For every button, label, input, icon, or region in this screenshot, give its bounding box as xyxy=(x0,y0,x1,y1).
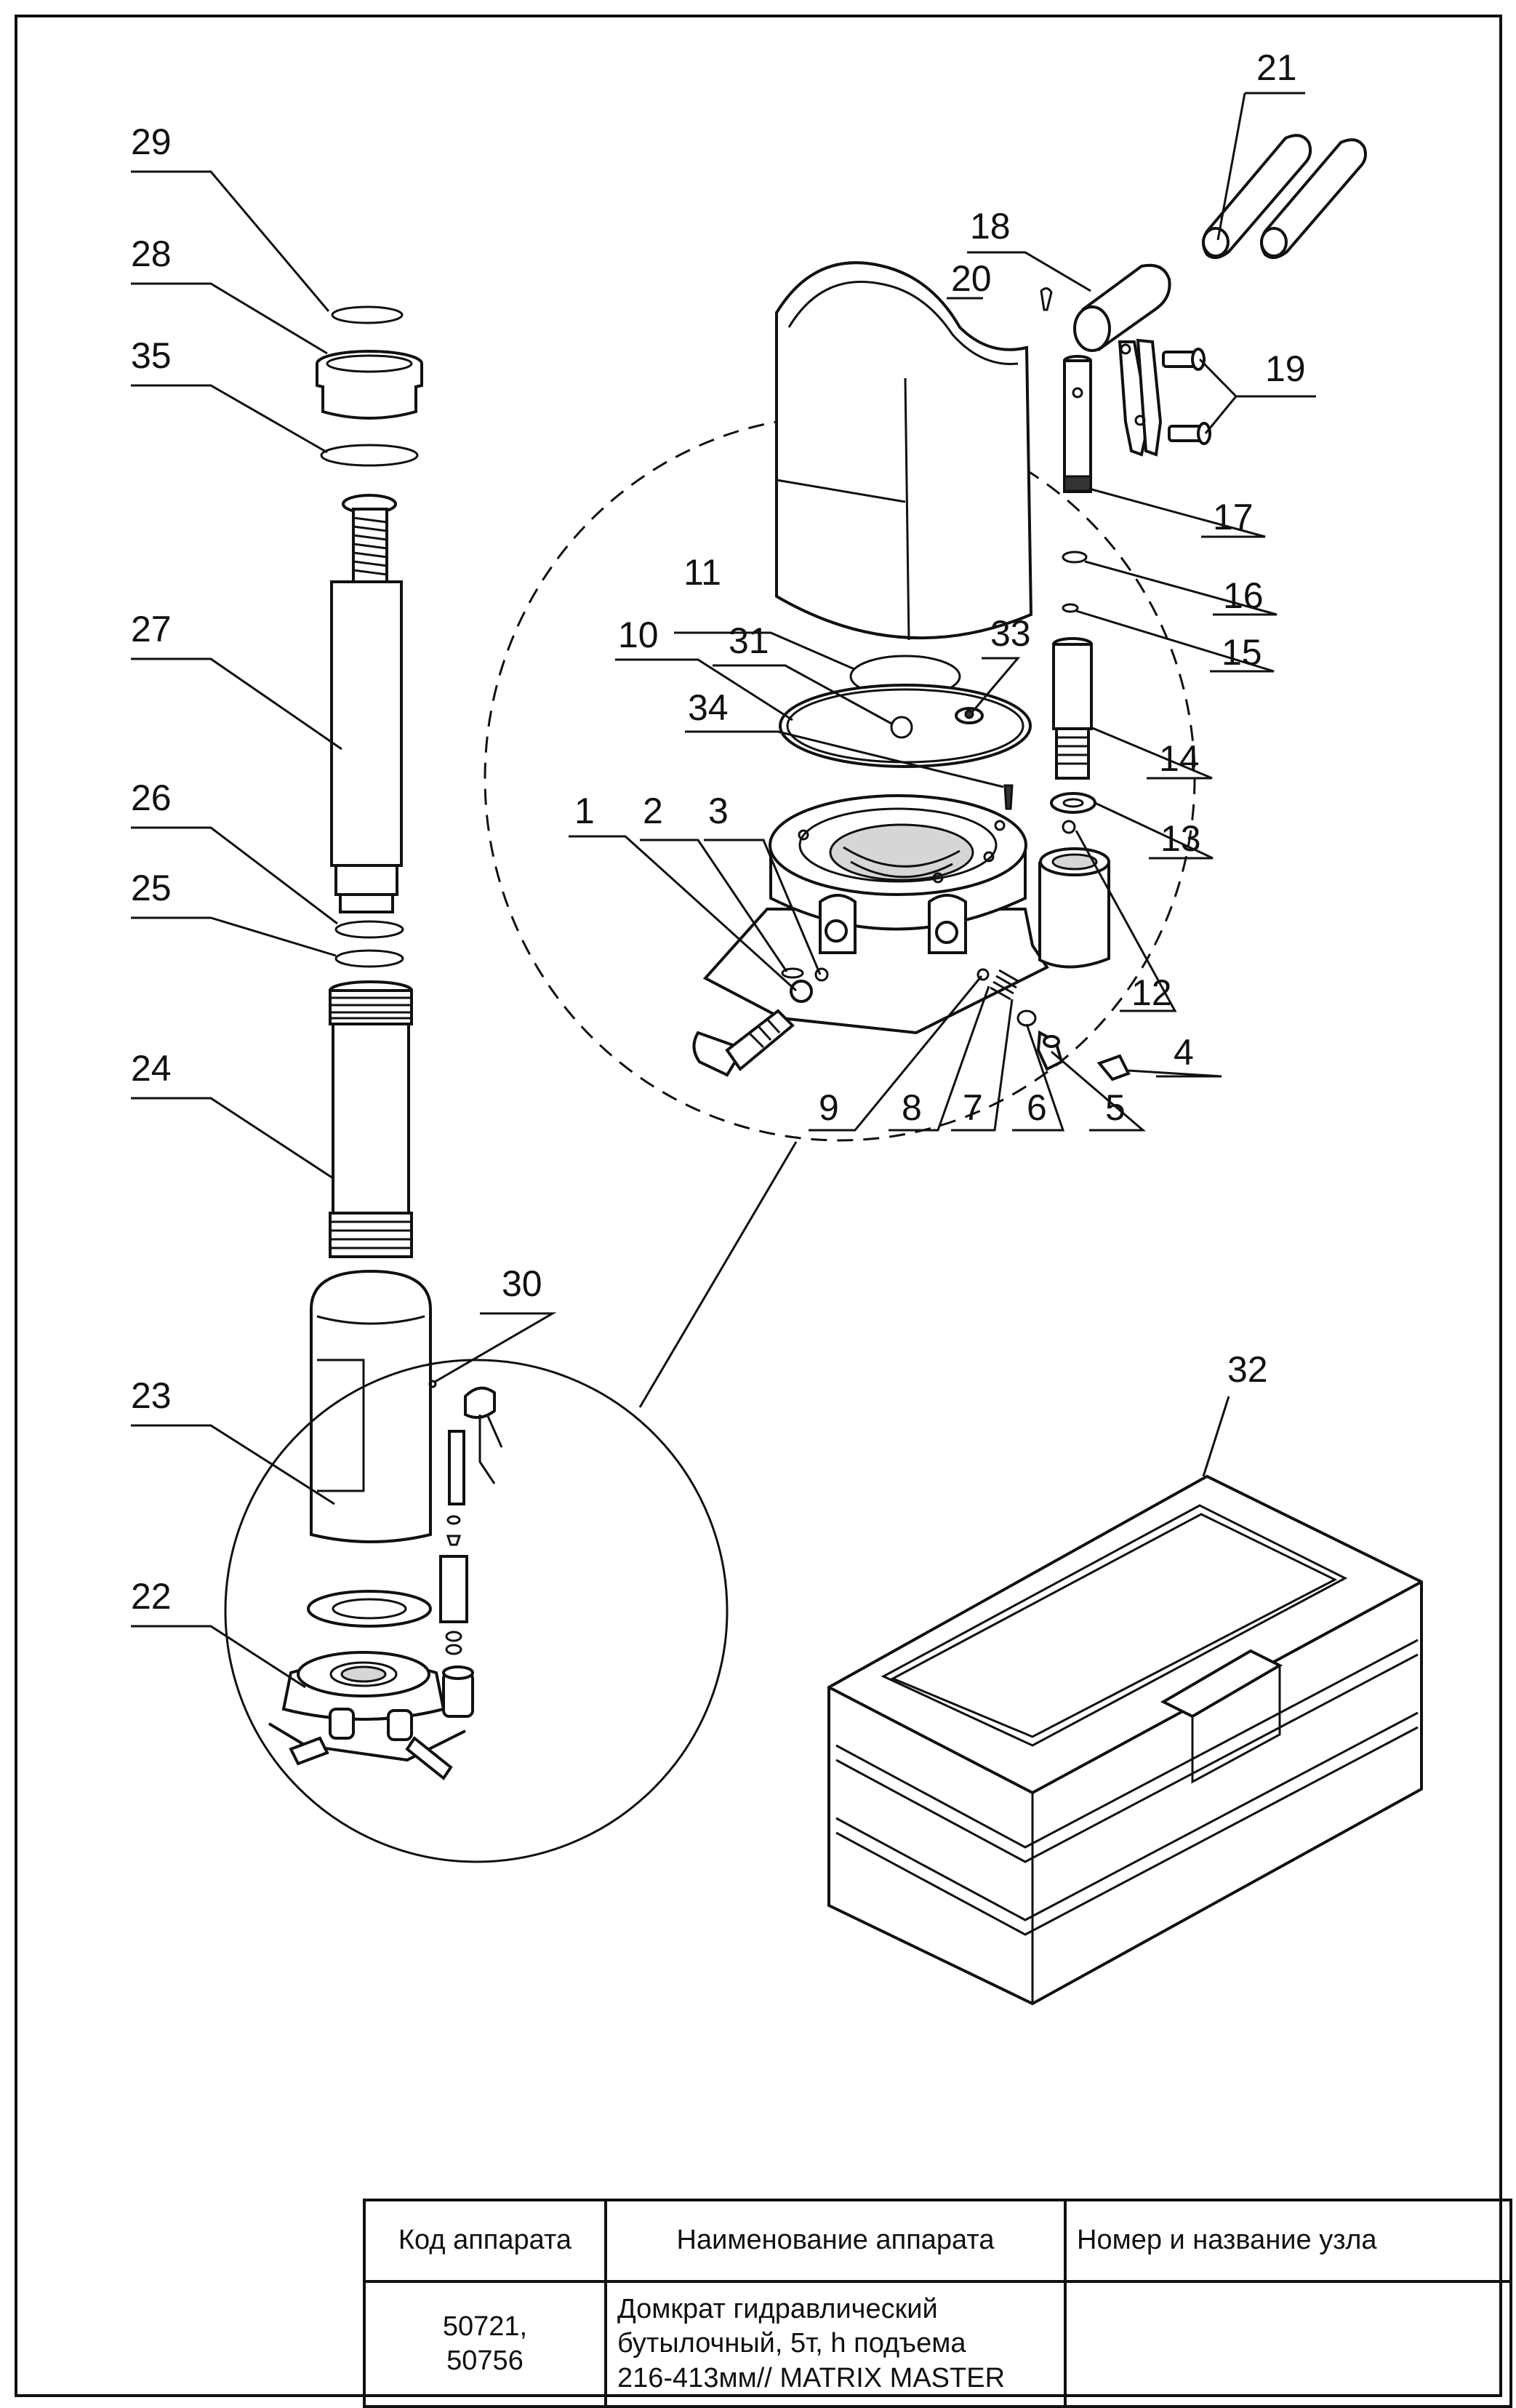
base-housing xyxy=(692,794,1131,1081)
callout-34: 34 xyxy=(688,687,729,728)
detail-link-line xyxy=(638,1141,798,1408)
large-detail-parts xyxy=(692,134,1367,1081)
release-screw xyxy=(692,1009,795,1077)
callout-16: 16 xyxy=(1223,575,1264,616)
callout-1: 1 xyxy=(574,791,595,831)
leader-lines xyxy=(131,92,1316,1689)
spec-table: Код аппарата Наименование аппарата Номер… xyxy=(363,2199,1512,2408)
callout-10: 10 xyxy=(618,615,659,655)
callout-17: 17 xyxy=(1213,497,1254,537)
header-unit-name: Номер и название узла xyxy=(1064,2199,1512,2283)
callout-20: 20 xyxy=(951,258,992,299)
cotter-20 xyxy=(1040,287,1053,311)
jack-stack xyxy=(310,305,432,1543)
ring-6 xyxy=(1016,1009,1037,1027)
ring-29 xyxy=(331,305,404,324)
valve-screw-5 xyxy=(1036,1030,1064,1071)
cell-device-code: 50721, 50756 xyxy=(363,2280,607,2408)
callout-32: 32 xyxy=(1227,1349,1268,1390)
callout-35: 35 xyxy=(131,335,172,376)
spring-34 xyxy=(1003,784,1014,810)
ball-1 xyxy=(790,980,813,1003)
callout-26: 26 xyxy=(131,777,172,818)
spec-table-header-row: Код аппарата Наименование аппарата Номер… xyxy=(363,2199,1512,2283)
carrying-case-32 xyxy=(827,1474,1423,2006)
cell-unit-name xyxy=(1064,2280,1512,2408)
callout-29: 29 xyxy=(131,121,172,162)
seal-35 xyxy=(320,444,419,467)
header-device-code: Код аппарата xyxy=(363,2199,607,2283)
reservoir-23 xyxy=(310,1269,432,1543)
washer-13 xyxy=(1050,792,1096,814)
pump-cylinder-14 xyxy=(1052,637,1093,780)
cell-device-name: Домкрат гидравлический бутылочный, 5т, h… xyxy=(604,2280,1067,2408)
device-name-line-3: 216-413мм// MATRIX MASTER xyxy=(617,2362,1006,2393)
handle-socket-18 xyxy=(1073,263,1171,457)
ring-2 xyxy=(781,967,804,979)
callout-8: 8 xyxy=(902,1087,922,1128)
ball-12 xyxy=(1062,820,1076,834)
callout-24: 24 xyxy=(131,1048,172,1089)
callout-7: 7 xyxy=(963,1087,983,1128)
device-name-line-1: Домкрат гидравлический xyxy=(617,2293,938,2324)
ram-27 xyxy=(330,494,403,913)
cap-4 xyxy=(1096,1054,1131,1081)
base-22 xyxy=(268,1651,474,1780)
ball-9 xyxy=(976,968,990,981)
callout-11: 11 xyxy=(683,552,721,593)
callout-9: 9 xyxy=(819,1087,839,1128)
small-detail-circle xyxy=(224,1359,729,1863)
callout-6: 6 xyxy=(1027,1087,1047,1128)
seal-plate-10 xyxy=(779,684,1032,768)
ring-25 xyxy=(334,949,404,968)
ring-16 xyxy=(1062,551,1088,564)
callout-27: 27 xyxy=(131,609,172,649)
callout-labels: 29 28 35 27 26 25 24 23 22 30 21 18 20 1… xyxy=(131,47,1306,1617)
callout-28: 28 xyxy=(131,233,172,274)
ball-3 xyxy=(814,967,829,982)
device-code-line-2: 50756 xyxy=(446,2345,524,2376)
callout-2: 2 xyxy=(643,791,663,831)
pump-plunger-17 xyxy=(1063,355,1092,493)
callout-12: 12 xyxy=(1131,972,1172,1013)
header-device-name: Наименование аппарата xyxy=(604,2199,1067,2283)
callout-22: 22 xyxy=(131,1576,172,1617)
callout-19: 19 xyxy=(1265,348,1306,389)
callout-31: 31 xyxy=(729,620,769,661)
cylinder-24 xyxy=(329,980,413,1258)
spring-8 xyxy=(990,969,1020,1001)
spec-table-row: 50721, 50756 Домкрат гидравлический буты… xyxy=(363,2280,1512,2408)
reservoir-shell xyxy=(775,261,1033,641)
ring-26 xyxy=(334,920,404,939)
callout-15: 15 xyxy=(1222,632,1262,673)
device-code-line-1: 50721, xyxy=(442,2311,528,2342)
device-name-line-2: бутылочный, 5т, h подъема xyxy=(617,2328,966,2359)
pins-19 xyxy=(1162,348,1211,445)
callout-18: 18 xyxy=(970,206,1011,247)
ring-15 xyxy=(1062,603,1079,613)
handle-bars-21 xyxy=(1202,134,1367,260)
callout-5: 5 xyxy=(1105,1087,1126,1128)
callout-13: 13 xyxy=(1160,818,1201,859)
callout-23: 23 xyxy=(131,1375,172,1416)
small-detail-parts xyxy=(268,1380,503,1780)
callout-25: 25 xyxy=(131,868,172,908)
callout-21: 21 xyxy=(1256,47,1297,88)
callout-3: 3 xyxy=(708,791,729,831)
top-nut-28 xyxy=(316,350,423,420)
callout-4: 4 xyxy=(1174,1032,1194,1073)
callout-33: 33 xyxy=(990,613,1031,654)
callout-14: 14 xyxy=(1159,738,1200,779)
callout-30: 30 xyxy=(502,1263,542,1304)
